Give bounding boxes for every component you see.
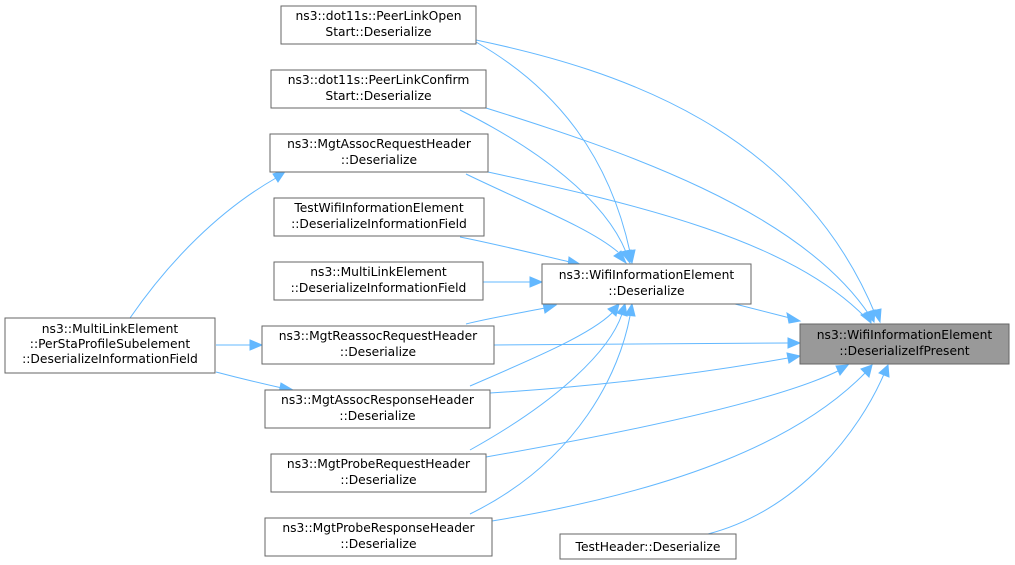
edge-assocrequest-target: [487, 171, 872, 325]
svg-text:::DeserializeInformationField: ::DeserializeInformationField: [291, 217, 467, 231]
node-peerlinkopen[interactable]: ns3::dot11s::PeerLinkOpen Start::Deseria…: [280, 5, 477, 45]
svg-text:::DeserializeInformationField: ::DeserializeInformationField: [291, 281, 467, 295]
node-multilink[interactable]: ns3::MultiLinkElement ::DeserializeInfor…: [273, 261, 484, 301]
nodes: ns3::dot11s::PeerLinkOpen Start::Deseria…: [4, 5, 1010, 560]
edge-perstaprofile-reassocrequest: [216, 339, 264, 351]
node-assocresponse[interactable]: ns3::MgtAssocResponseHeader ::Deserializ…: [264, 389, 491, 429]
edge-wifiinfo-target: [734, 303, 802, 324]
edge-multilink-wifiinfo: [483, 276, 544, 288]
edge-proberequest-target: [485, 364, 850, 458]
svg-text:::Deserialize: ::Deserialize: [340, 345, 416, 359]
edge-peerlinkconfirm-wifiinfo: [459, 109, 632, 265]
edge-assocrequest-wifiinfo: [465, 173, 628, 265]
svg-text:::Deserialize: ::Deserialize: [340, 473, 416, 487]
edge-proberequest-wifiinfo: [469, 302, 628, 451]
edge-peerlinkopen-wifiinfo: [475, 41, 636, 265]
node-wifiinfo[interactable]: ns3::WifiInformationElement ::Deserializ…: [541, 263, 752, 305]
svg-text:ns3::MgtReassocRequestHeader: ns3::MgtReassocRequestHeader: [279, 329, 478, 343]
node-assocrequest[interactable]: ns3::MgtAssocRequestHeader ::Deserialize: [269, 133, 489, 173]
svg-text:ns3::MultiLinkElement: ns3::MultiLinkElement: [310, 265, 447, 279]
svg-text:TestWifiInformationElement: TestWifiInformationElement: [293, 201, 464, 215]
node-proberesponse[interactable]: ns3::MgtProbeResponseHeader ::Deserializ…: [264, 517, 493, 557]
edge-assocresponse-target: [489, 352, 802, 394]
svg-text:::Deserialize: ::Deserialize: [339, 409, 415, 423]
node-target[interactable]: ns3::WifiInformationElement ::Deserializ…: [799, 323, 1010, 365]
edge-testheader-target: [707, 363, 890, 535]
node-reassocrequest[interactable]: ns3::MgtReassocRequestHeader ::Deseriali…: [261, 325, 495, 365]
svg-text:::DeserializeInformationField: ::DeserializeInformationField: [22, 352, 198, 366]
node-peerlinkconfirm[interactable]: ns3::dot11s::PeerLinkConfirm Start::Dese…: [270, 69, 487, 109]
svg-text:ns3::WifiInformationElement: ns3::WifiInformationElement: [817, 328, 993, 342]
svg-text:::Deserialize: ::Deserialize: [340, 537, 416, 551]
edges: [129, 39, 890, 535]
node-testheader[interactable]: TestHeader::Deserialize: [559, 533, 737, 560]
svg-text:::PerStaProfileSubelement: ::PerStaProfileSubelement: [30, 337, 191, 351]
svg-text:Start::Deserialize: Start::Deserialize: [325, 25, 431, 39]
svg-text:ns3::MgtProbeResponseHeader: ns3::MgtProbeResponseHeader: [282, 521, 475, 535]
edge-proberesponse-wifiinfo: [469, 302, 636, 515]
svg-text:ns3::MgtProbeRequestHeader: ns3::MgtProbeRequestHeader: [287, 457, 471, 471]
svg-text:::DeserializeIfPresent: ::DeserializeIfPresent: [839, 344, 969, 358]
svg-text:ns3::dot11s::PeerLinkOpen: ns3::dot11s::PeerLinkOpen: [296, 9, 462, 23]
svg-text:ns3::MultiLinkElement: ns3::MultiLinkElement: [42, 322, 179, 336]
edge-perstaprofile-assocrequest: [129, 169, 288, 319]
edge-reassocrequest-wifiinfo: [465, 302, 558, 325]
svg-text:::Deserialize: ::Deserialize: [341, 153, 417, 167]
node-proberequest[interactable]: ns3::MgtProbeRequestHeader ::Deserialize: [270, 453, 487, 493]
edge-reassocrequest-target: [493, 337, 802, 349]
node-testwifiinfo[interactable]: TestWifiInformationElement ::Deserialize…: [273, 197, 485, 237]
svg-text:TestHeader::Deserialize: TestHeader::Deserialize: [575, 540, 721, 554]
svg-text:ns3::MgtAssocResponseHeader: ns3::MgtAssocResponseHeader: [281, 393, 475, 407]
svg-text:Start::Deserialize: Start::Deserialize: [325, 89, 431, 103]
node-perstaprofile[interactable]: ns3::MultiLinkElement ::PerStaProfileSub…: [4, 317, 216, 374]
edge-assocresponse-wifiinfo: [469, 303, 620, 387]
svg-text:ns3::WifiInformationElement: ns3::WifiInformationElement: [559, 268, 735, 282]
svg-text:ns3::dot11s::PeerLinkConfirm: ns3::dot11s::PeerLinkConfirm: [288, 73, 470, 87]
svg-text:::Deserialize: ::Deserialize: [608, 284, 684, 298]
edge-proberesponse-target: [491, 364, 873, 522]
svg-text:ns3::MgtAssocRequestHeader: ns3::MgtAssocRequestHeader: [287, 137, 472, 151]
